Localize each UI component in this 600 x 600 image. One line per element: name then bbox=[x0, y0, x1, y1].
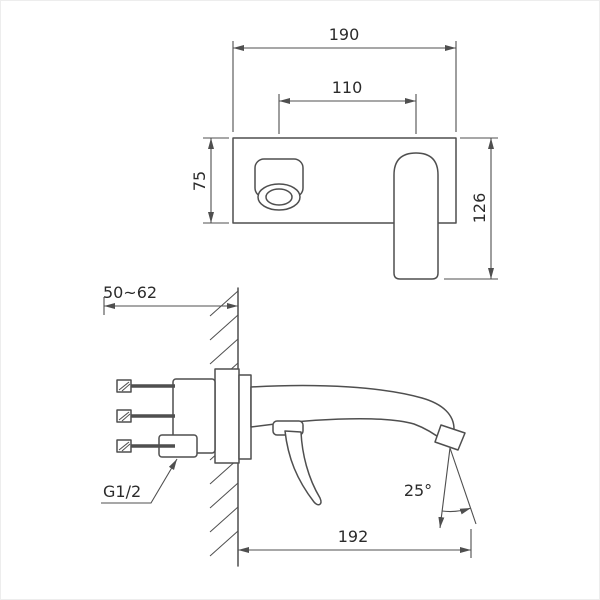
dimension-wall-depth: 50~62 bbox=[103, 283, 238, 315]
dim-label-wall-depth: 50~62 bbox=[103, 283, 157, 302]
lever-handle-side bbox=[284, 430, 322, 506]
leader-line bbox=[101, 458, 178, 504]
angle-arc bbox=[441, 507, 472, 515]
aerator-side bbox=[434, 424, 466, 451]
mounting-screw-middle bbox=[116, 409, 175, 423]
concealed-flange bbox=[214, 368, 240, 464]
flow-angle-annotation: 25° bbox=[404, 447, 477, 529]
drawing-root: 190 110 75 126 bbox=[101, 25, 498, 567]
side-view: 25° bbox=[116, 287, 477, 567]
dimension-75: 75 bbox=[190, 137, 229, 224]
dimension-126: 126 bbox=[444, 137, 498, 280]
dim-label-hole-spacing: 110 bbox=[332, 78, 363, 97]
dim-label-flow-angle: 25° bbox=[404, 481, 432, 500]
mounting-screw-bottom bbox=[116, 439, 175, 453]
escutcheon-side bbox=[238, 374, 252, 460]
dimension-192: 192 bbox=[238, 527, 472, 558]
dim-label-plate-width: 190 bbox=[329, 25, 360, 44]
spout-aerator-inner bbox=[265, 188, 293, 206]
dimension-110: 110 bbox=[278, 78, 417, 134]
flow-line-vertical bbox=[438, 447, 451, 529]
front-view bbox=[232, 137, 457, 280]
handle-front bbox=[393, 152, 439, 280]
dim-label-spout-reach: 192 bbox=[338, 527, 369, 546]
dim-label-plate-height: 75 bbox=[190, 171, 209, 191]
dim-label-handle-height: 126 bbox=[470, 193, 489, 224]
thread-size-label: G1/2 bbox=[103, 482, 141, 501]
thread-callout: G1/2 bbox=[101, 458, 178, 504]
flow-line-angled bbox=[449, 447, 477, 525]
mounting-screw-top bbox=[116, 379, 175, 393]
dimension-190: 190 bbox=[232, 25, 457, 132]
